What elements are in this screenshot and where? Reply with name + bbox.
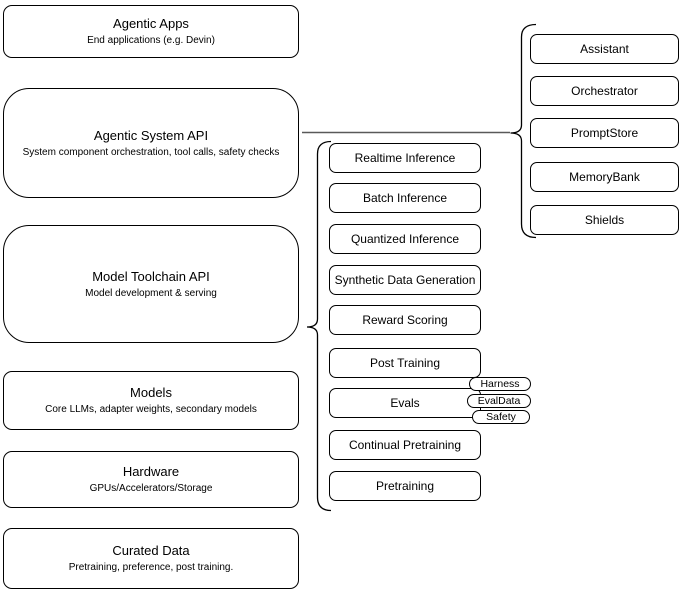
node-subtitle: System component orchestration, tool cal…: [22, 146, 280, 158]
node-synthetic-data-generation: Synthetic Data Generation: [329, 265, 481, 295]
node-batch-inference: Batch Inference: [329, 183, 481, 213]
node-title: Curated Data: [112, 543, 190, 558]
toolchain-bracket: [306, 140, 332, 512]
node-memorybank: MemoryBank: [530, 162, 679, 192]
node-subtitle: End applications (e.g. Devin): [87, 35, 215, 46]
node-title: Agentic System API: [93, 127, 209, 143]
node-subtitle: Model development & serving: [85, 287, 217, 299]
node-subtitle: Pretraining, preference, post training.: [68, 562, 234, 573]
tag-harness: Harness: [469, 377, 531, 391]
node-shields: Shields: [530, 205, 679, 235]
node-title: Model Toolchain API: [92, 268, 210, 284]
node-hardware: Hardware GPUs/Accelerators/Storage: [3, 451, 299, 508]
tag-evaldata: EvalData: [467, 394, 531, 408]
node-quantized-inference: Quantized Inference: [329, 224, 481, 254]
node-reward-scoring: Reward Scoring: [329, 305, 481, 335]
node-title: Models: [130, 385, 172, 400]
node-pretraining: Pretraining: [329, 471, 481, 501]
node-model-toolchain-api: Model Toolchain API Model development & …: [3, 225, 299, 343]
node-subtitle: GPUs/Accelerators/Storage: [89, 483, 213, 494]
node-agentic-apps: Agentic Apps End applications (e.g. Devi…: [3, 5, 299, 58]
node-title: Hardware: [122, 464, 180, 479]
node-evals: Evals: [329, 388, 481, 418]
node-continual-pretraining: Continual Pretraining: [329, 430, 481, 460]
node-title: Agentic Apps: [113, 16, 189, 31]
node-assistant: Assistant: [530, 34, 679, 64]
node-subtitle: Core LLMs, adapter weights, secondary mo…: [45, 404, 257, 415]
node-agentic-system-api: Agentic System API System component orch…: [3, 88, 299, 198]
node-models: Models Core LLMs, adapter weights, secon…: [3, 371, 299, 430]
node-post-training: Post Training: [329, 348, 481, 378]
node-promptstore: PromptStore: [530, 118, 679, 148]
tag-safety: Safety: [472, 410, 530, 424]
node-realtime-inference: Realtime Inference: [329, 143, 481, 173]
node-curated-data: Curated Data Pretraining, preference, po…: [3, 528, 299, 589]
node-orchestrator: Orchestrator: [530, 76, 679, 106]
